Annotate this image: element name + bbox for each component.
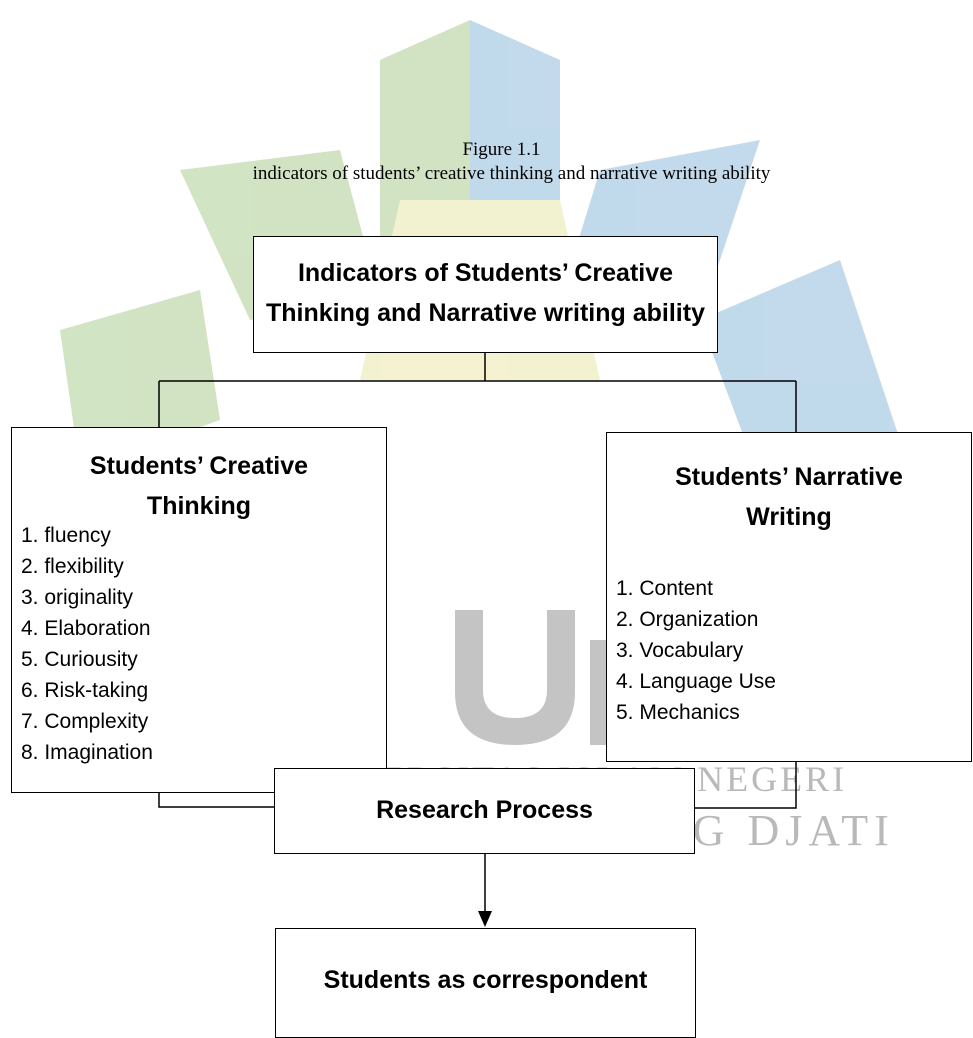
research-process-label: Research Process xyxy=(376,796,593,824)
watermark-petal-top xyxy=(470,20,560,250)
connector-left-to-research xyxy=(158,793,274,808)
list-item: 4. Language Use xyxy=(616,670,776,693)
list-item: 6. Risk-taking xyxy=(21,679,149,702)
list-item: 4. Elaboration xyxy=(21,617,151,640)
list-item: 7. Complexity xyxy=(21,710,149,733)
connector-right-to-research xyxy=(695,762,797,809)
narrative-writing-box: Students’ Narrative Writing 1. Content 2… xyxy=(606,432,972,762)
arrow-head xyxy=(478,911,492,927)
list-item: 5. Mechanics xyxy=(616,701,740,724)
list-item: 5. Curiousity xyxy=(21,648,138,671)
students-correspondent-box: Students as correspondent xyxy=(275,928,696,1038)
narrative-writing-title-line1: Students’ Narrative xyxy=(675,463,903,491)
list-item: 3. Vocabulary xyxy=(616,639,744,662)
students-correspondent-label: Students as correspondent xyxy=(323,966,648,994)
watermark-petal-left xyxy=(60,290,220,470)
watermark-petal-right xyxy=(700,260,900,480)
indicators-title-line1: Indicators of Students’ Creative xyxy=(297,259,674,287)
narrative-writing-title-line2: Writing xyxy=(746,503,832,531)
indicators-title-line2: Thinking and Narrative writing ability xyxy=(266,299,705,327)
list-item: 2. flexibility xyxy=(21,555,124,578)
creative-thinking-box: Students’ Creative Thinking 1. fluency 2… xyxy=(11,427,387,793)
watermark-petal-top-left xyxy=(380,20,470,250)
figure-number: Figure 1.1 xyxy=(462,139,541,160)
list-item: 1. fluency xyxy=(21,524,111,547)
indicators-box: Indicators of Students’ Creative Thinkin… xyxy=(253,236,718,353)
list-item: 1. Content xyxy=(616,577,713,600)
research-process-box: Research Process xyxy=(274,768,695,854)
figure-caption: indicators of students’ creative thinkin… xyxy=(252,163,771,184)
list-item: 2. Organization xyxy=(616,608,759,631)
narrative-writing-list: 1. Content 2. Organization 3. Vocabulary… xyxy=(607,573,971,728)
list-item: 3. originality xyxy=(21,586,134,609)
list-item: 8. Imagination xyxy=(21,741,153,764)
creative-thinking-list: 1. fluency 2. flexibility 3. originality… xyxy=(12,520,386,768)
creative-thinking-title-line2: Thinking xyxy=(146,492,252,520)
creative-thinking-title-line1: Students’ Creative xyxy=(89,452,309,480)
